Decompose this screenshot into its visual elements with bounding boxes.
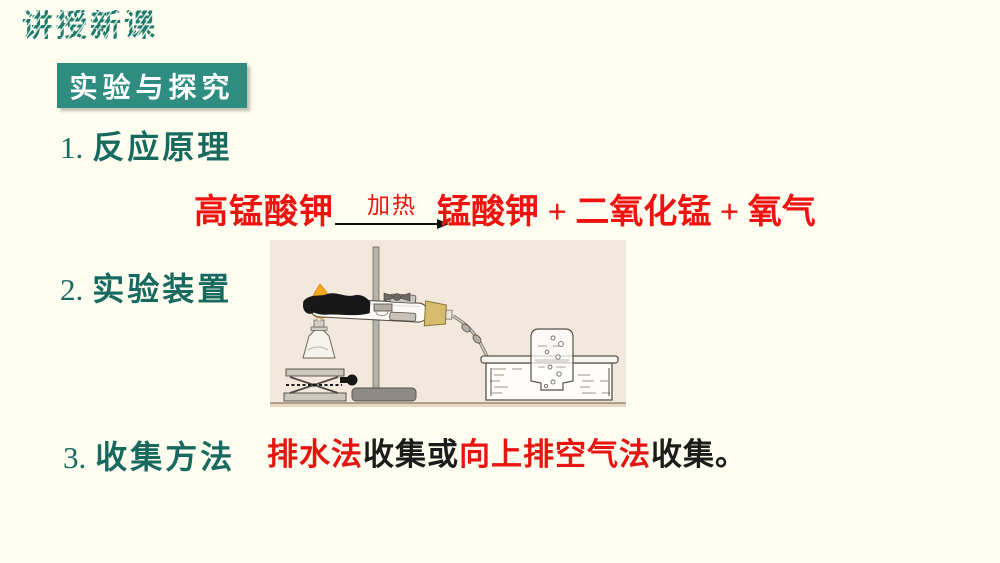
- equation-condition: 加热: [367, 193, 417, 218]
- heading-reaction-principle: 1. 反应原理: [60, 131, 232, 163]
- heading-number: 2.: [60, 272, 84, 307]
- alcohol-lamp: [302, 313, 336, 359]
- collection-upward-air-displacement: 向上排空气法: [459, 437, 651, 472]
- collection-method-text: 排水法收集或向上排空气法收集。: [267, 437, 747, 473]
- gas-bubbles: [543, 335, 564, 389]
- collection-connector: 收集或: [363, 437, 459, 472]
- heading-collection-method: 3. 收集方法: [63, 441, 235, 473]
- page-title: 讲授新课: [22, 8, 158, 43]
- scissor-jack: [283, 368, 358, 402]
- collection-water-displacement: 排水法: [267, 437, 363, 472]
- apparatus-image: [270, 240, 626, 407]
- iron-stand: [351, 246, 417, 402]
- equation-reactant: 高锰酸钾: [194, 194, 334, 231]
- reaction-equation: 高锰酸钾 加热 锰酸钾 + 二氧化锰 + 氧气: [194, 191, 816, 232]
- arrow-right-icon: [335, 219, 449, 229]
- water-lines: [490, 368, 610, 394]
- heading-number: 3.: [63, 440, 87, 475]
- equation-products: 锰酸钾 + 二氧化锰 + 氧气: [437, 194, 816, 231]
- kmno4-powder: [303, 293, 371, 316]
- rubber-stopper: [423, 300, 453, 327]
- equation-arrow: 加热: [335, 191, 449, 230]
- heading-label: 实验装置: [92, 271, 233, 307]
- heading-label: 反应原理: [92, 129, 233, 165]
- section-badge: 实验与探究: [57, 63, 247, 108]
- heading-label: 收集方法: [95, 439, 236, 475]
- heading-number: 1.: [60, 130, 84, 165]
- clamp: [373, 292, 417, 322]
- heading-apparatus: 2. 实验装置: [60, 273, 232, 305]
- gas-bottle: [530, 328, 574, 391]
- collection-ending: 收集。: [651, 437, 747, 472]
- apparatus-illustration: [270, 240, 626, 407]
